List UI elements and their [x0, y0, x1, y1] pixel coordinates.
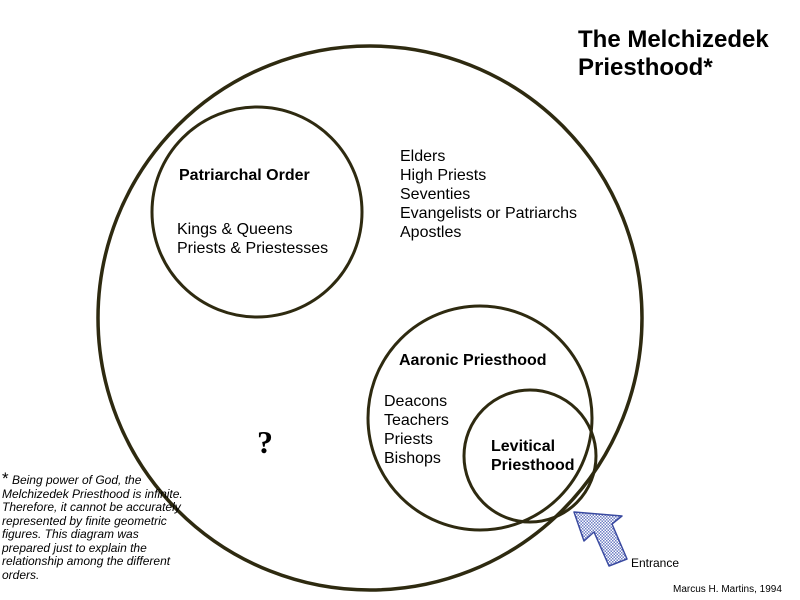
entrance-label: Entrance: [631, 556, 680, 570]
list-item: Deacons: [384, 393, 448, 410]
author-credit: Marcus H. Martins, 1994: [673, 584, 782, 595]
patriarchal-heading: Patriarchal Order: [179, 167, 310, 184]
patriarchal-circle: [150, 105, 364, 319]
list-item: Elders: [400, 148, 446, 165]
list-item: Teachers: [384, 412, 449, 429]
list-item: Seventies: [400, 186, 471, 203]
patriarchal-list: Kings & Queens Priests & Priestesses: [177, 220, 328, 258]
footnote: * Being power of God, the Melchizedek Pr…: [2, 469, 190, 582]
melchizedek-offices-list: Elders High Priests Seventies Evangelist…: [400, 147, 577, 242]
diagram-title: The Melchizedek Priesthood*: [578, 26, 769, 82]
question-mark: ?: [257, 424, 273, 460]
footnote-asterisk: *: [2, 469, 9, 488]
list-item: High Priests: [400, 167, 487, 184]
list-item: Kings & Queens: [177, 221, 293, 238]
list-item: Priests & Priestesses: [177, 240, 329, 257]
levitical-circle: [462, 388, 598, 524]
list-item: Priests: [384, 431, 433, 448]
levitical-heading: Levitical Priesthood: [491, 437, 575, 475]
list-item: Apostles: [400, 224, 462, 241]
aaronic-heading: Aaronic Priesthood: [399, 352, 547, 369]
levitical-line-1: Levitical: [491, 438, 556, 455]
footnote-text: Being power of God, the Melchizedek Prie…: [2, 473, 183, 582]
aaronic-circle: [366, 304, 594, 532]
melchizedek-circle: [96, 44, 644, 592]
title-line-1: The Melchizedek: [578, 26, 769, 53]
list-item: Evangelists or Patriarchs: [400, 205, 577, 222]
list-item: Bishops: [384, 450, 441, 467]
entrance-arrow: [573, 511, 628, 567]
title-line-2: Priesthood*: [578, 54, 713, 81]
aaronic-list: Deacons Teachers Priests Bishops: [384, 392, 449, 468]
levitical-line-2: Priesthood: [491, 457, 575, 474]
